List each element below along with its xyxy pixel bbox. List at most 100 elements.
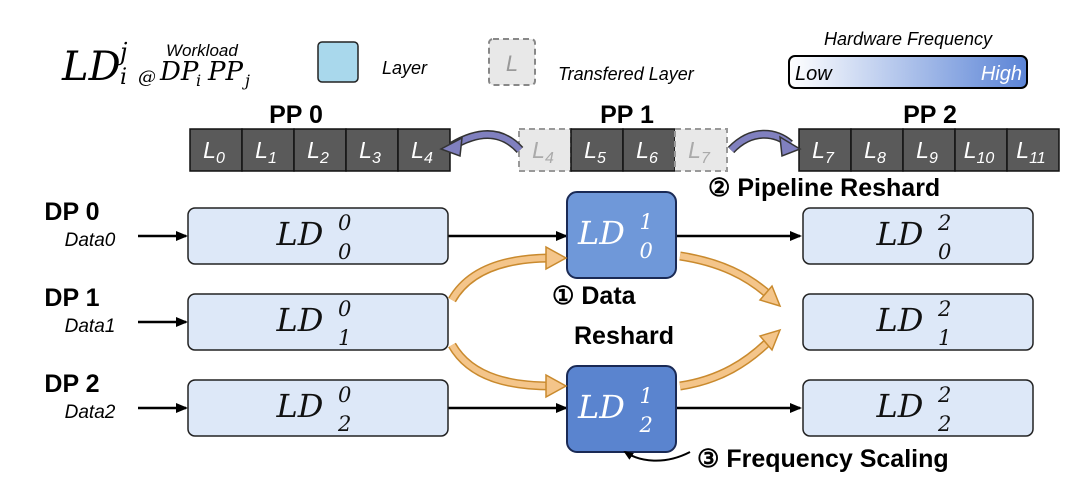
notation-pp: PP — [207, 57, 243, 87]
layer-label: L6 — [636, 137, 658, 167]
workload-sub: 2 — [337, 412, 351, 436]
layer-label: L7 — [812, 137, 835, 167]
workload-label: LD — [876, 387, 924, 425]
workload-sup: 2 — [937, 297, 951, 321]
pp0-title: PP 0 — [269, 101, 323, 129]
notation-sub: i — [120, 65, 127, 90]
dp0-label: DP 0 — [44, 198, 99, 226]
layer-box — [397, 128, 451, 172]
hw-frequency-title: Hardware Frequency — [824, 29, 993, 49]
workload-sup: 1 — [640, 210, 653, 234]
layer-box — [189, 128, 243, 172]
dp1-data: Data1 — [65, 316, 116, 337]
reshard-arrow-a — [449, 255, 553, 302]
layer-label: L11 — [1016, 137, 1045, 167]
workload-box-bg — [187, 293, 449, 351]
workload-box-bg — [566, 191, 677, 279]
pipeline-reshard-annotation: ② Pipeline Reshard — [708, 174, 940, 202]
workload-box-bg — [802, 379, 1034, 437]
frequency-scaling-arrow — [623, 450, 691, 462]
reshard-arrow-d-outline — [679, 336, 774, 391]
pp0-layer-2: L2 — [293, 128, 347, 172]
workload-label: LD — [276, 301, 324, 339]
workload-label: LD — [876, 215, 924, 253]
reshard-arrow-c-head — [758, 284, 782, 308]
layer-box — [570, 128, 624, 172]
pp2-title: PP 2 — [903, 101, 957, 129]
pp0-layer-1: L1 — [241, 128, 295, 172]
hw-frequency-gradient — [788, 55, 1028, 89]
notation-base: LD — [61, 44, 121, 90]
workload-sub: 2 — [639, 413, 653, 437]
transferred-legend-label: Transfered Layer — [558, 64, 695, 84]
notation-at: @ — [138, 67, 156, 88]
dp0-data: Data0 — [65, 230, 116, 251]
transferred-layer-box — [674, 128, 728, 172]
layer-box — [798, 128, 852, 172]
data-reshard-annotation-line2: Reshard — [574, 322, 674, 350]
workload-box-2-1: LD 2 1 — [802, 293, 1034, 351]
layer-legend-swatch — [317, 41, 359, 83]
pp1-title: PP 1 — [600, 101, 654, 129]
workload-sup: 1 — [640, 384, 653, 408]
layer-box — [954, 128, 1008, 172]
pp1-transferred-layer-4: L4 — [518, 128, 572, 172]
reshard-arrow-b — [449, 343, 553, 389]
workload-label: LD — [876, 301, 924, 339]
layer-box — [622, 128, 676, 172]
notation-dp-sub: i — [196, 71, 201, 90]
notation-dp: DP — [159, 57, 199, 87]
notation-pp-sub: j — [242, 71, 250, 90]
workload-sub: 0 — [938, 240, 951, 264]
reshard-arrow-d — [679, 337, 773, 389]
pp1-transferred-layer-7: L7 — [674, 128, 728, 172]
reshard-arrow-b-head — [545, 373, 568, 399]
data-reshard-arrows — [448, 245, 782, 399]
reshard-arrow-d-head — [758, 328, 782, 352]
legend: LD j i @ DP i PP j Workload Layer L Tran… — [61, 29, 1028, 90]
workload-sub: 1 — [938, 326, 951, 350]
transfer-arrow-left-head — [439, 136, 463, 158]
pp2-layer-7: L7 — [798, 128, 852, 172]
pp2-layer-9: L9 — [902, 128, 956, 172]
workload-box-bg — [187, 379, 449, 437]
workload-sub: 0 — [640, 239, 653, 263]
layer-label: L8 — [864, 137, 886, 167]
reshard-arrow-c-outline — [679, 251, 774, 300]
layer-label: L9 — [916, 137, 938, 167]
layer-label: L1 — [255, 137, 277, 167]
pp2-layer-10: L10 — [954, 128, 1008, 172]
reshard-arrow-c — [679, 253, 773, 299]
transfer-arrow-right-head — [779, 135, 802, 158]
dp2-data: Data2 — [65, 402, 116, 423]
workload-sub: 1 — [338, 326, 351, 350]
layer-label: L7 — [688, 137, 711, 167]
workload-sub: 0 — [338, 240, 351, 264]
hw-low-label: Low — [795, 63, 833, 85]
notation-workload-label: Workload — [166, 41, 238, 60]
workload-box-bg — [187, 207, 449, 265]
layer-label: L2 — [307, 137, 329, 167]
layer-box — [1006, 128, 1060, 172]
pp1-layer-6: L6 — [622, 128, 676, 172]
layer-box — [345, 128, 399, 172]
transferred-layer-box — [518, 128, 572, 172]
hw-high-label: High — [981, 63, 1022, 85]
layer-label: L10 — [964, 137, 995, 167]
workload-label: LD — [577, 214, 625, 252]
pp0-layer-0: L0 — [189, 128, 243, 172]
layer-label: L5 — [584, 137, 606, 167]
layer-legend-label: Layer — [382, 58, 428, 78]
dp1-label: DP 1 — [44, 284, 99, 312]
workload-box-bg — [802, 293, 1034, 351]
layer-box — [241, 128, 295, 172]
workload-label: LD — [276, 387, 324, 425]
transferred-legend-swatch — [488, 38, 536, 86]
